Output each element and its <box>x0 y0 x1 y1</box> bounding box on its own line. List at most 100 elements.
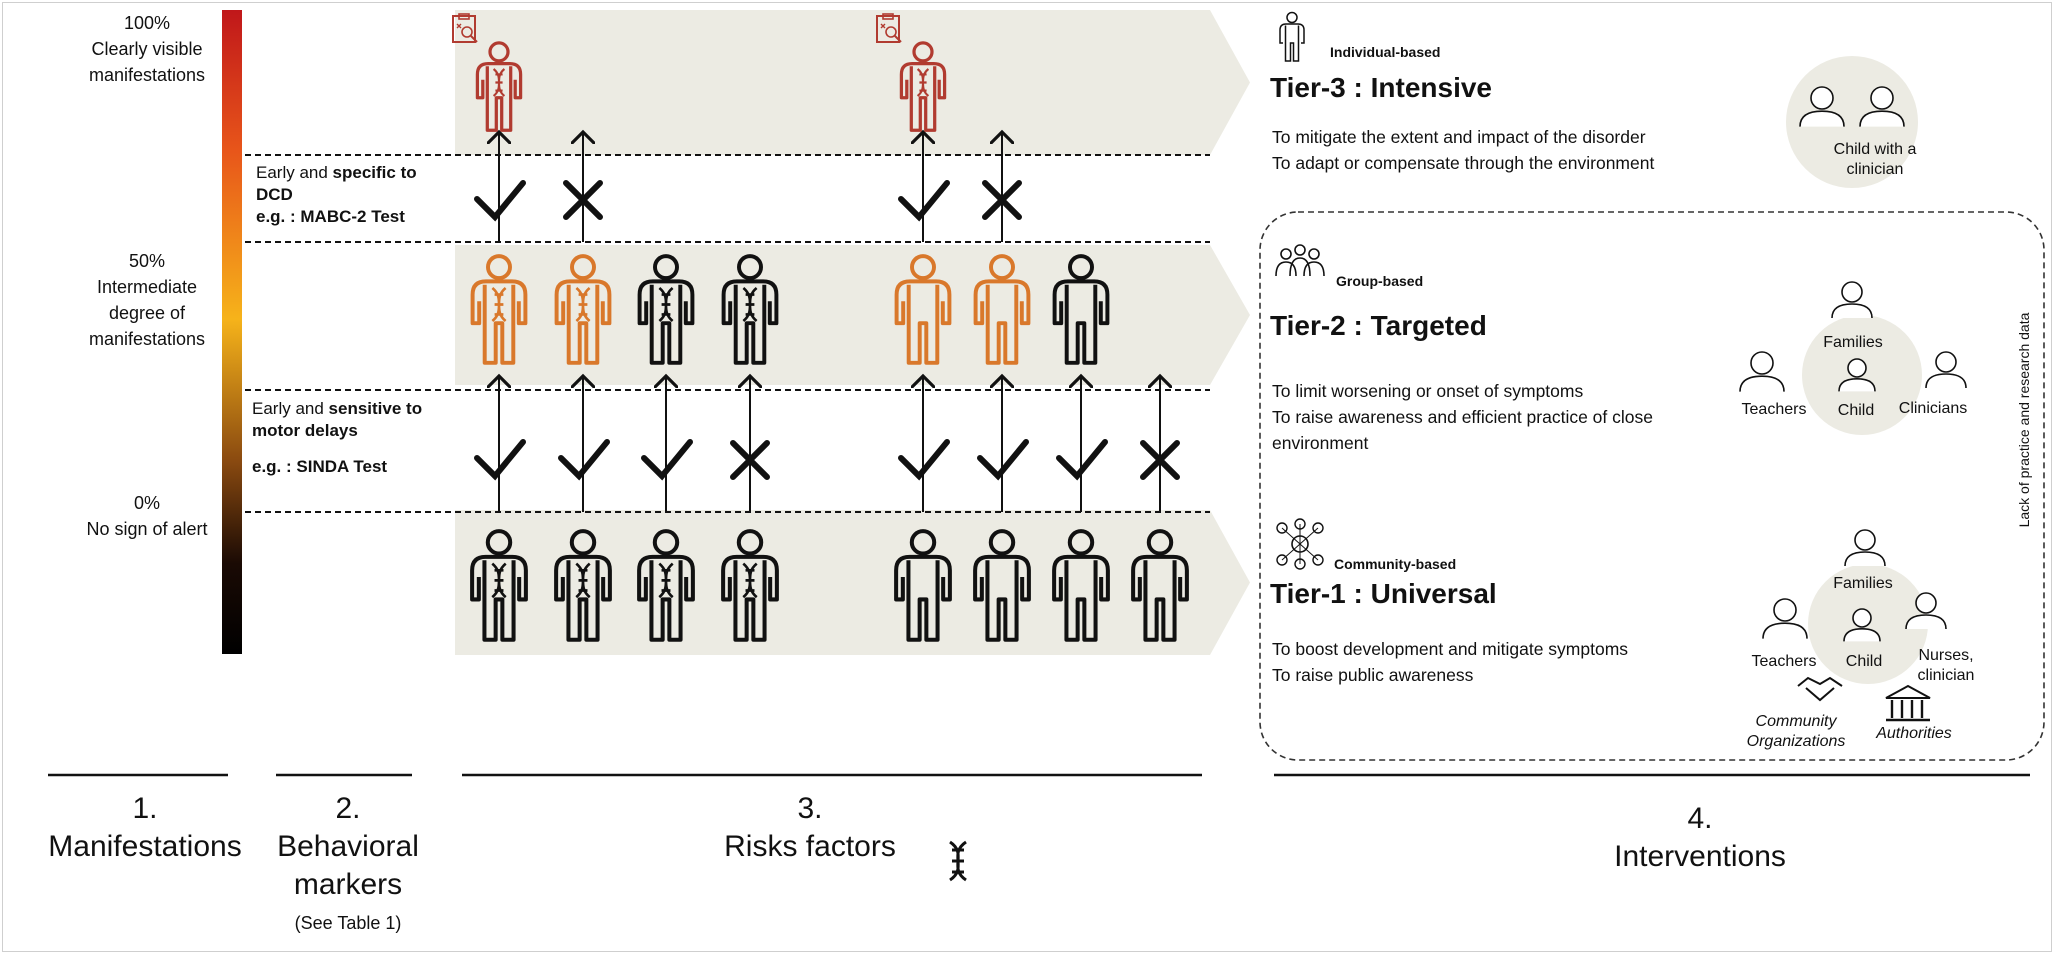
section-2-num: 2. <box>335 792 361 825</box>
dna-icon <box>491 286 507 323</box>
dna-icon <box>742 562 758 599</box>
dna-icon <box>491 562 507 599</box>
person-base-5 <box>894 529 952 642</box>
section-1: 1. Manifestations <box>30 790 260 866</box>
tier2-line-2: To raise awareness and efficient practic… <box>1272 407 1653 453</box>
tier3-line-2: To adapt or compensate through the envir… <box>1272 153 1655 173</box>
check-icon <box>474 439 526 481</box>
scale-bot-label: No sign of alert <box>86 519 208 539</box>
tier2-role-child: Child <box>1837 402 1875 419</box>
scale-top-label: Clearly visible manifestations <box>88 39 206 85</box>
person-base-7 <box>1052 529 1110 642</box>
person-mid-1 <box>470 254 528 365</box>
marker-specific-bold: specific to DCD <box>256 163 417 204</box>
section-2-label: Behavioral markers <box>277 830 419 901</box>
avatar-families <box>1844 529 1886 567</box>
band-3 <box>455 510 1250 655</box>
person-mid-5 <box>894 254 952 365</box>
marker-sensitive-prefix: Early and <box>252 399 329 418</box>
person-mid-4 <box>721 254 779 365</box>
tier1-desc: To boost development and mitigate sympto… <box>1272 636 1628 688</box>
tier1-title: Tier-1 : Universal <box>1270 578 1497 609</box>
tier1-line-1: To boost development and mitigate sympto… <box>1272 639 1629 659</box>
person-mid-7 <box>1052 254 1110 365</box>
person-severe-2 <box>899 41 947 132</box>
check-icon <box>558 439 610 481</box>
section-4: 4. Interventions <box>1560 800 1840 876</box>
person-base-2 <box>554 529 612 642</box>
tier2-role-teachers: Teachers <box>1741 401 1807 418</box>
tier1-type: Community-based <box>1334 556 1457 572</box>
avatar-child <box>1799 86 1845 127</box>
tier1-line-2: To raise public awareness <box>1272 665 1474 685</box>
person-mid-6 <box>973 254 1031 365</box>
section-1-label: Manifestations <box>48 830 242 863</box>
marker-sensitive-example: e.g. : SINDA Test <box>252 457 388 476</box>
person-severe-1 <box>475 41 523 132</box>
scale-bot: 0% No sign of alert <box>42 490 252 542</box>
avatar-clinicians <box>1925 351 1967 389</box>
group-icon <box>1275 244 1325 277</box>
section-4-label: Interventions <box>1614 840 1786 873</box>
tier1-role-community: Community Organizations <box>1746 713 1846 750</box>
marker-sensitive-bold: sensitive to motor delays <box>252 399 423 440</box>
person-base-4 <box>721 529 779 642</box>
tier1-role-authorities: Authorities <box>1876 725 1952 742</box>
person-base-3 <box>637 529 695 642</box>
tier2-type: Group-based <box>1336 273 1424 289</box>
check-icon <box>1056 439 1108 481</box>
tier3-role-child-clinician: Child with a clinician <box>1833 141 1917 178</box>
scale-top-pct: 100% <box>123 13 171 33</box>
dna-icon <box>916 68 930 97</box>
avatar-teachers <box>1739 351 1785 392</box>
cross-icon <box>982 180 1022 220</box>
tier2-desc: To limit worsening or onset of symptoms … <box>1272 378 1712 456</box>
government-building-icon <box>1885 684 1931 722</box>
check-icon <box>474 180 526 222</box>
check-icon <box>898 180 950 222</box>
avatar-families <box>1831 281 1873 319</box>
avatar-clinician <box>1859 86 1905 127</box>
check-icon <box>641 439 693 481</box>
marker-specific-prefix: Early and <box>256 163 333 182</box>
tier2-role-families: Families <box>1823 334 1883 351</box>
avatar-teachers <box>1762 598 1808 639</box>
handshake-icon <box>1797 676 1843 702</box>
dna-icon <box>658 286 674 323</box>
person-base-8 <box>1131 529 1189 642</box>
dna-icon <box>949 840 967 882</box>
dna-icon <box>575 286 591 323</box>
scale-bot-pct: 0% <box>133 493 160 513</box>
section-3-num: 3. <box>797 792 823 825</box>
tier2-line-1: To limit worsening or onset of symptoms <box>1272 381 1584 401</box>
side-note: Lack of practice and research data <box>2016 312 2032 528</box>
tier3-title: Tier-3 : Intensive <box>1270 72 1493 103</box>
dna-icon <box>658 562 674 599</box>
tier3-desc: To mitigate the extent and impact of the… <box>1272 124 1654 176</box>
tier3-type: Individual-based <box>1330 44 1441 60</box>
clipboard-search-icon <box>452 13 478 43</box>
person-base-6 <box>973 529 1031 642</box>
tier1-role-teachers: Teachers <box>1751 653 1817 670</box>
avatar-child <box>1838 358 1876 392</box>
band-1 <box>455 10 1250 155</box>
individual-person-icon <box>1279 11 1305 62</box>
scale-mid-pct: 50% <box>128 251 166 271</box>
marker-specific-example: e.g. : MABC-2 Test <box>256 207 405 226</box>
tier1-role-families: Families <box>1833 575 1893 592</box>
cross-icon <box>1140 440 1180 480</box>
section-2: 2. Behavioral markers (See Table 1) <box>258 790 438 942</box>
cross-icon <box>563 180 603 220</box>
tiers-dashed-box <box>1259 211 2045 761</box>
section-2-sub: (See Table 1) <box>294 913 402 933</box>
dna-icon <box>575 562 591 599</box>
section-1-num: 1. <box>132 792 158 825</box>
manifestation-gradient-bar <box>222 10 242 654</box>
tier2-title: Tier-2 : Targeted <box>1270 310 1487 341</box>
dna-icon <box>492 68 506 97</box>
clipboard-search-icon <box>876 13 902 43</box>
marker-specific: Early and specific to DCD e.g. : MABC-2 … <box>256 162 446 228</box>
tier3-line-1: To mitigate the extent and impact of the… <box>1272 127 1646 147</box>
